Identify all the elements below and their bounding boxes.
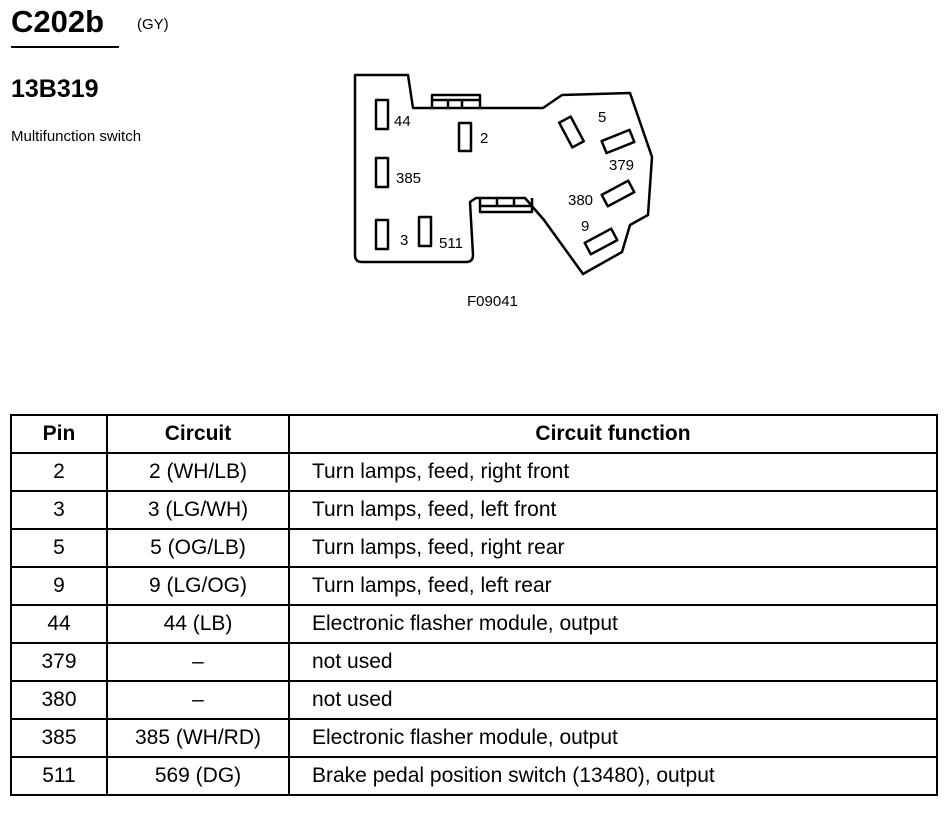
pin-label-44: 44 xyxy=(394,113,411,130)
top-latch xyxy=(430,93,482,108)
function-cell: not used xyxy=(288,680,938,720)
part-description: Multifunction switch xyxy=(11,128,142,145)
pin-511-terminal xyxy=(417,215,433,248)
pin-cell: 5 xyxy=(10,528,108,568)
pin-label-9: 9 xyxy=(581,218,589,235)
table-row: 44 44 (LB) Electronic flasher module, ou… xyxy=(10,604,938,644)
pin-cell: 385 xyxy=(10,718,108,758)
title-underline xyxy=(11,46,119,48)
bottom-latch xyxy=(478,198,534,214)
circuit-cell: – xyxy=(106,642,290,682)
table-row: 3 3 (LG/WH) Turn lamps, feed, left front xyxy=(10,490,938,530)
pin-label-511: 511 xyxy=(439,235,463,252)
pin-label-379: 379 xyxy=(609,157,634,174)
pin-cell: 2 xyxy=(10,452,108,492)
pin-5-terminal xyxy=(557,115,586,149)
table-row: 9 9 (LG/OG) Turn lamps, feed, left rear xyxy=(10,566,938,606)
function-cell: Electronic flasher module, output xyxy=(288,604,938,644)
function-cell: not used xyxy=(288,642,938,682)
connector-outline xyxy=(353,73,654,276)
pin-cell: 44 xyxy=(10,604,108,644)
pin-label-5: 5 xyxy=(598,109,606,126)
part-number: 13B319 xyxy=(11,75,99,103)
function-cell: Turn lamps, feed, left front xyxy=(288,490,938,530)
table-header-row: Pin Circuit Circuit function xyxy=(10,414,938,454)
connector-color-code: (GY) xyxy=(137,16,169,33)
function-cell: Turn lamps, feed, right rear xyxy=(288,528,938,568)
connector-face-diagram: 44 2 5 379 385 380 9 3 511 xyxy=(353,73,654,276)
function-cell: Brake pedal position switch (13480), out… xyxy=(288,756,938,796)
pin-3-terminal xyxy=(374,218,390,251)
table-row: 380 – not used xyxy=(10,680,938,720)
connector-title: C202b xyxy=(11,4,105,39)
column-header-pin: Pin xyxy=(10,414,108,454)
pin-379-terminal xyxy=(600,128,636,155)
column-header-circuit: Circuit xyxy=(106,414,290,454)
pin-385-terminal xyxy=(374,156,390,189)
column-header-function: Circuit function xyxy=(288,414,938,454)
function-cell: Turn lamps, feed, left rear xyxy=(288,566,938,606)
circuit-cell: 3 (LG/WH) xyxy=(106,490,290,530)
circuit-cell: 5 (OG/LB) xyxy=(106,528,290,568)
function-cell: Electronic flasher module, output xyxy=(288,718,938,758)
pin-cell: 511 xyxy=(10,756,108,796)
pin-380-terminal xyxy=(600,179,636,208)
table-row: 511 569 (DG) Brake pedal position switch… xyxy=(10,756,938,796)
pin-label-2: 2 xyxy=(480,130,488,147)
table-row: 5 5 (OG/LB) Turn lamps, feed, right rear xyxy=(10,528,938,568)
pin-cell: 3 xyxy=(10,490,108,530)
pin-label-380: 380 xyxy=(568,192,593,209)
pin-cell: 9 xyxy=(10,566,108,606)
pin-44-terminal xyxy=(374,98,390,131)
table-row: 2 2 (WH/LB) Turn lamps, feed, right fron… xyxy=(10,452,938,492)
pin-9-terminal xyxy=(583,227,619,256)
pin-label-3: 3 xyxy=(400,232,408,249)
pin-2-terminal xyxy=(457,121,473,153)
circuit-cell: – xyxy=(106,680,290,720)
circuit-cell: 385 (WH/RD) xyxy=(106,718,290,758)
pin-cell: 380 xyxy=(10,680,108,720)
table-row: 385 385 (WH/RD) Electronic flasher modul… xyxy=(10,718,938,758)
table-row: 379 – not used xyxy=(10,642,938,682)
figure-id: F09041 xyxy=(467,293,518,310)
circuit-cell: 44 (LB) xyxy=(106,604,290,644)
circuit-cell: 569 (DG) xyxy=(106,756,290,796)
pin-label-385: 385 xyxy=(396,170,421,187)
circuit-cell: 2 (WH/LB) xyxy=(106,452,290,492)
pin-cell: 379 xyxy=(10,642,108,682)
circuit-cell: 9 (LG/OG) xyxy=(106,566,290,606)
pinout-table: Pin Circuit Circuit function 2 2 (WH/LB)… xyxy=(10,414,938,796)
function-cell: Turn lamps, feed, right front xyxy=(288,452,938,492)
